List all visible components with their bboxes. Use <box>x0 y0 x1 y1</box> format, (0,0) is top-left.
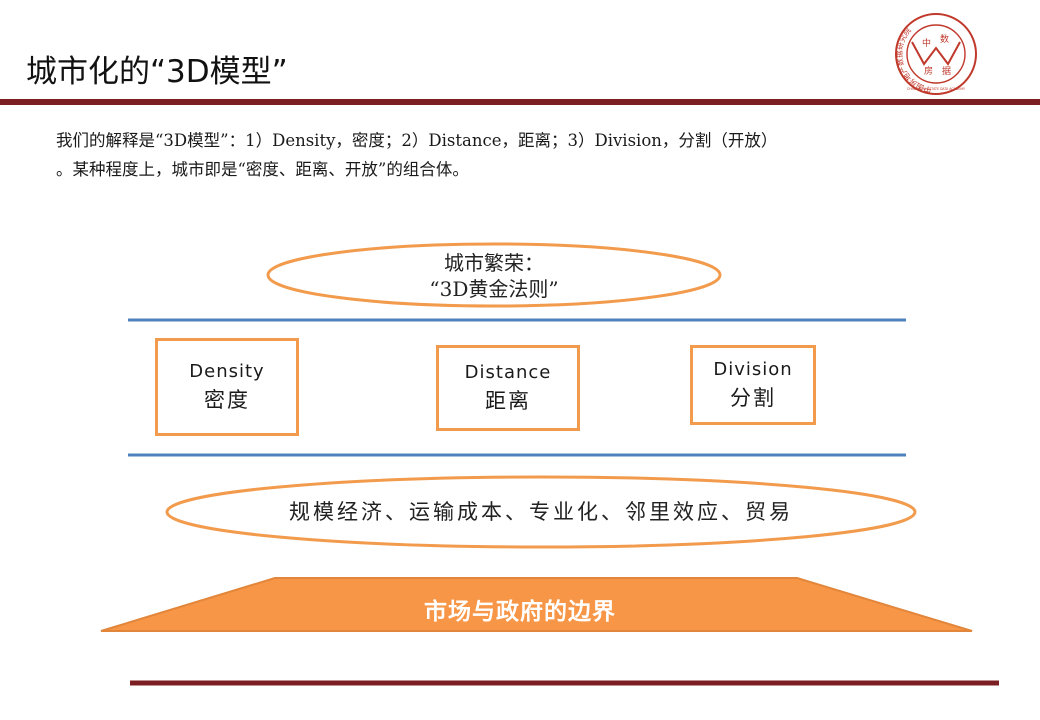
division-zh-label: 分割 <box>730 385 776 410</box>
intro-line-2: 。某种程度上，城市即是“密度、距离、开放”的组合体。 <box>56 160 469 179</box>
distance-zh-label: 距离 <box>485 388 531 413</box>
bottom-oval <box>165 475 917 549</box>
boundary-label: 市场与政府的边界 <box>424 598 616 625</box>
division-en-label: Division <box>713 358 793 380</box>
title-underline <box>0 99 1040 105</box>
top-oval-text: 城市繁荣： “3D黄金法则” <box>294 250 694 302</box>
boundary-trapezoid <box>100 577 973 632</box>
distance-en-label: Distance <box>464 361 552 383</box>
logo-char-2: 数 <box>940 33 949 45</box>
density-zh-label: 密度 <box>204 387 250 412</box>
density-box: Density 密度 <box>155 338 299 436</box>
logo-char-1: 中 <box>922 37 931 49</box>
top-oval <box>266 242 722 308</box>
top-oval-line-1: 城市繁荣： <box>444 251 544 275</box>
logo-char-3: 房 <box>924 65 933 77</box>
intro-paragraph: 我们的解释是“3D模型”：1）Density，密度；2）Distance，距离；… <box>56 126 986 184</box>
logo-char-4: 据 <box>942 65 951 77</box>
top-oval-line-2: “3D黄金法则” <box>429 277 559 301</box>
distance-box: Distance 距离 <box>436 345 580 431</box>
intro-line-1: 我们的解释是“3D模型”：1）Density，密度；2）Distance，距离；… <box>56 131 778 150</box>
division-box: Division 分割 <box>690 345 816 425</box>
density-en-label: Density <box>189 360 265 382</box>
bottom-oval-text: 规模经济、运输成本、专业化、邻里效应、贸易 <box>289 500 793 524</box>
academy-logo: 中国房地产数据研究院 中 数 房 据 CHINA REAL ESTATE DAT… <box>894 13 977 96</box>
page-title: 城市化的“3D模型” <box>26 54 288 90</box>
logo-en-text: CHINA REAL ESTATE DATA ACADEMY <box>907 87 965 91</box>
